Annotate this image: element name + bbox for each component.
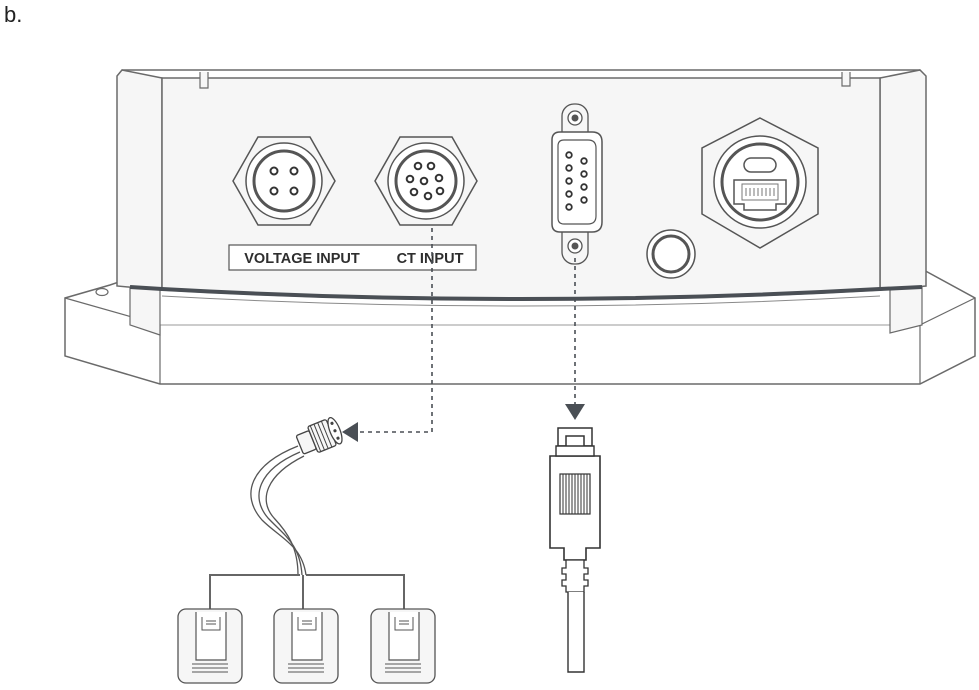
ct-sensor-cable [209,416,405,612]
figure-label: b. [4,2,23,27]
arrow-left-icon [342,422,358,442]
ct-input-connector [374,136,478,226]
port-label-box: VOLTAGE INPUT CT INPUT [228,244,477,271]
arrow-down-icon [565,404,585,420]
ct-connection-line [342,228,433,442]
voltage-input-connector [232,136,336,226]
ct-clamp-2 [273,608,339,684]
db9-serial-port [551,103,603,265]
voltage-input-label: VOLTAGE INPUT [244,251,360,267]
serial-connection-line [565,258,585,420]
mounting-hole [95,287,109,297]
round-port-cap [646,229,696,279]
ct-clamp-1 [177,608,243,684]
rj45-cable-plug [549,427,601,673]
ct-input-label: CT INPUT [397,251,464,267]
rj45-ethernet-port [701,117,819,249]
ct-clamp-3 [370,608,436,684]
